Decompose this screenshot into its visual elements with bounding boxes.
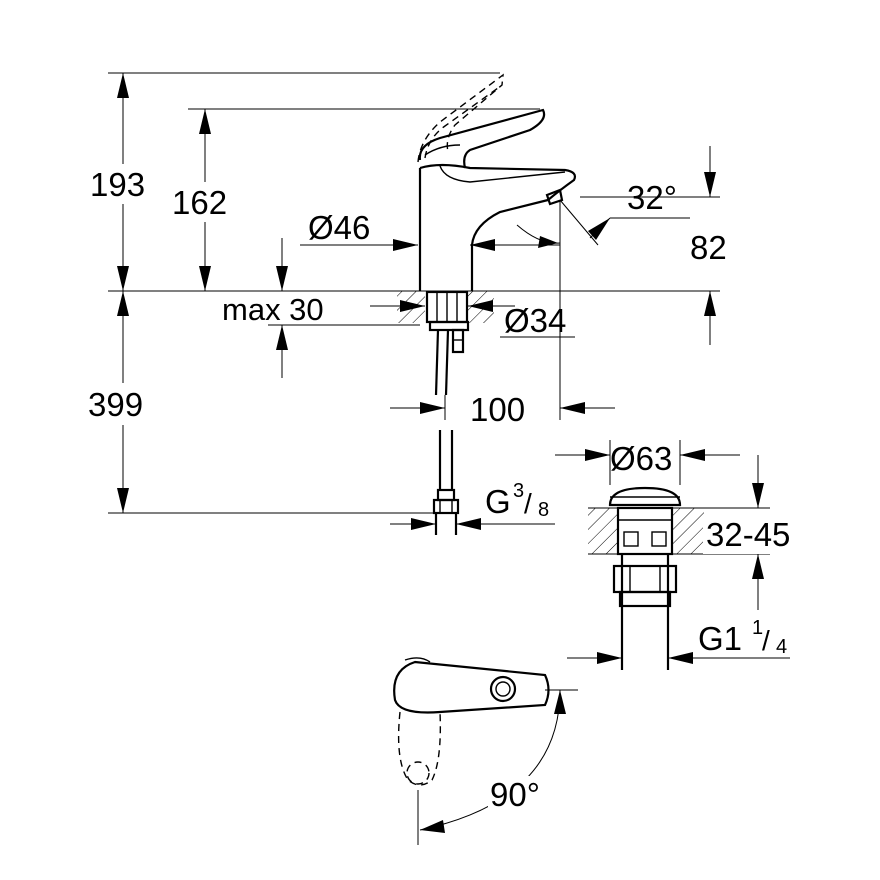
label-d46: Ø46: [308, 209, 370, 246]
dim-d46: [300, 239, 560, 251]
waste-valve: [555, 440, 790, 670]
label-g114-num: 1: [752, 617, 763, 639]
label-g114-main: G1: [698, 620, 742, 657]
dim-32deg: [516, 199, 690, 248]
label-32-45: 32-45: [706, 516, 790, 553]
label-max30: max 30: [222, 292, 324, 327]
label-g114-den: 4: [776, 636, 787, 658]
label-g114-slash: /: [762, 625, 770, 656]
label-g38-den: 8: [538, 499, 549, 521]
label-82: 82: [690, 229, 727, 266]
label-162: 162: [172, 184, 227, 221]
label-90deg: 90°: [490, 776, 540, 813]
counter-section: [397, 290, 494, 396]
dim-100: [390, 402, 615, 414]
label-d63: Ø63: [610, 440, 672, 477]
lever-top-view: [393, 657, 578, 845]
label-399: 399: [88, 386, 143, 423]
label-100: 100: [470, 391, 525, 428]
label-g38-num: 3: [513, 480, 524, 502]
label-d34: Ø34: [504, 302, 566, 339]
dim-82: [580, 146, 720, 345]
label-g38-slash: /: [524, 488, 532, 519]
faucet-body: [417, 73, 577, 291]
label-g38-main: G: [485, 483, 511, 520]
hose-connector: [390, 430, 555, 535]
dim-max30: [276, 238, 288, 378]
label-193: 193: [90, 166, 145, 203]
